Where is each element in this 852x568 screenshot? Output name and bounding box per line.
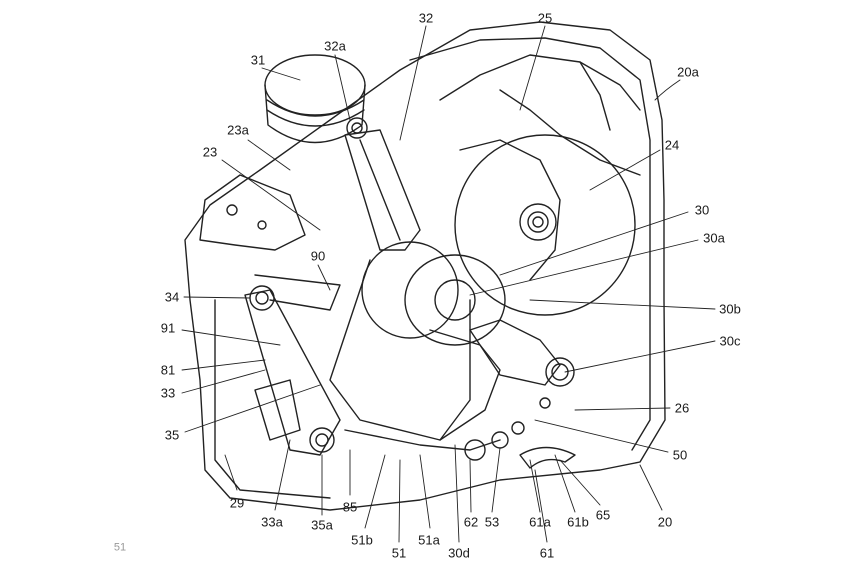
label-30d: 30d xyxy=(448,545,470,561)
label-53: 53 xyxy=(484,514,500,530)
label-91: 91 xyxy=(160,320,176,336)
label-23: 23 xyxy=(202,144,218,160)
label-61a: 61a xyxy=(529,514,551,530)
label-90: 90 xyxy=(310,248,326,264)
label-24: 24 xyxy=(664,137,680,153)
label-32: 32 xyxy=(418,10,434,26)
label-51-faint: 51 xyxy=(113,541,127,554)
label-50: 50 xyxy=(672,447,688,463)
label-34: 34 xyxy=(164,289,180,305)
label-20a: 20a xyxy=(677,64,699,80)
label-81: 81 xyxy=(160,362,176,378)
label-26: 26 xyxy=(674,400,690,416)
label-23a: 23a xyxy=(227,122,249,138)
label-51a: 51a xyxy=(418,532,440,548)
label-62: 62 xyxy=(463,514,479,530)
label-20: 20 xyxy=(657,514,673,530)
label-30c: 30c xyxy=(719,333,741,349)
connecting-rod xyxy=(344,129,421,251)
crankcase-outline xyxy=(184,21,666,511)
piston-top xyxy=(264,54,366,116)
crank-web xyxy=(361,241,459,339)
leader-lines xyxy=(181,25,716,543)
label-30a: 30a xyxy=(703,230,725,246)
label-35a: 35a xyxy=(311,517,333,533)
label-61b: 61b xyxy=(567,514,589,530)
label-32a: 32a xyxy=(324,38,346,54)
label-65: 65 xyxy=(595,507,611,523)
label-51b: 51b xyxy=(351,532,373,548)
label-30: 30 xyxy=(694,202,710,218)
label-29: 29 xyxy=(229,495,245,511)
balancer-lever xyxy=(244,289,341,456)
label-35: 35 xyxy=(164,427,180,443)
label-33a: 33a xyxy=(261,514,283,530)
label-51: 51 xyxy=(391,545,407,561)
label-31: 31 xyxy=(250,52,266,68)
label-30b: 30b xyxy=(719,301,741,317)
piston-body xyxy=(264,84,366,144)
crank-shaft-end xyxy=(469,319,561,386)
label-61: 61 xyxy=(539,545,555,561)
label-85: 85 xyxy=(342,499,358,515)
cover-circle xyxy=(454,134,636,316)
label-33: 33 xyxy=(160,385,176,401)
label-25: 25 xyxy=(537,10,553,26)
